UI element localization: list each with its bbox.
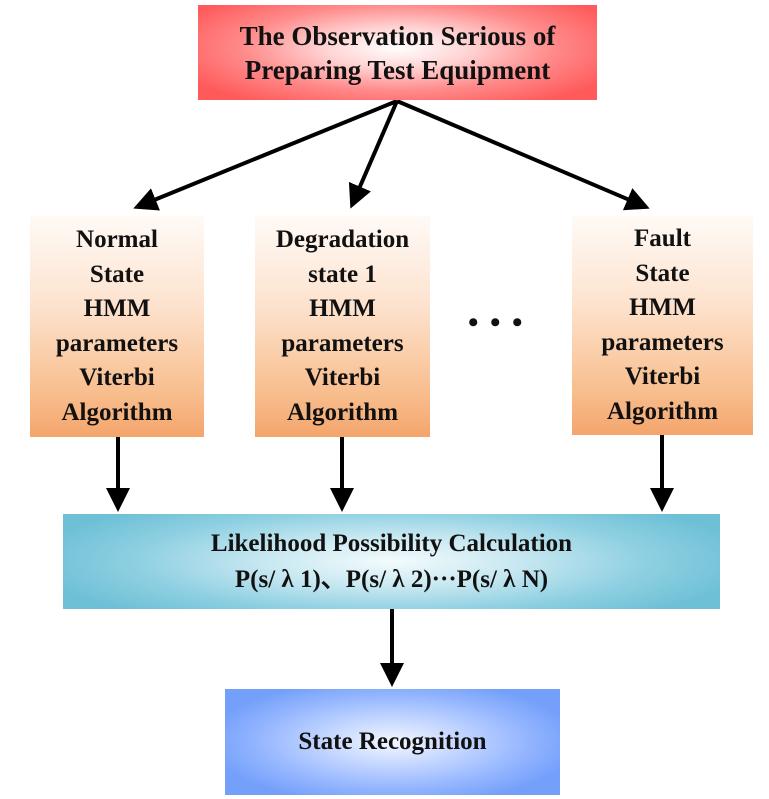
node-text-line: HMM: [629, 294, 696, 321]
node-text-line: State Recognition: [298, 728, 487, 755]
ellipsis-indicator: • • •: [468, 306, 525, 339]
node-text-line: parameters: [55, 329, 179, 357]
node-text-line: HMM: [83, 295, 151, 322]
node-text-line: Algorithm: [606, 397, 719, 425]
node-text-line: The Observation Serious of: [239, 20, 556, 51]
node-text-line: Viterbi: [304, 364, 381, 391]
node-text-line: Viterbi: [624, 363, 701, 390]
node-text-line: Degradation: [275, 226, 410, 253]
node-text-line: Preparing Test Equipment: [244, 54, 551, 85]
node-text-line: state 1: [308, 260, 377, 288]
node-text-line: Normal: [76, 226, 158, 253]
likelihood-calculation-node: Likelihood Possibility Calculation P(s/ …: [63, 514, 720, 609]
node-formula-line: P(s/ λ 1)、P(s/ λ 2)···P(s/ λ N): [234, 565, 549, 593]
arrow-top-to-degradation: [348, 100, 399, 209]
node-text-line: State: [89, 260, 145, 288]
degradation-state-node: Degradation state 1 HMM parameters Viter…: [255, 216, 430, 437]
node-text-line: Algorithm: [286, 398, 399, 426]
arrow-top-to-fault: [396, 99, 650, 211]
node-text-line: parameters: [601, 328, 724, 356]
state-recognition-node: State Recognition: [225, 689, 560, 795]
node-text-line: HMM: [309, 295, 376, 322]
node-text-line: Algorithm: [61, 398, 173, 426]
arrow-top-to-normal: [133, 99, 398, 211]
node-text-line: parameters: [281, 329, 404, 357]
node-text-line: Fault: [634, 225, 691, 252]
observation-series-node: The Observation Serious of Preparing Tes…: [198, 5, 597, 100]
normal-state-node: Normal State HMM parameters Viterbi Algo…: [30, 216, 204, 437]
node-text-line: Likelihood Possibility Calculation: [210, 529, 573, 557]
node-text-line: Viterbi: [79, 364, 155, 391]
fault-state-node: Fault State HMM parameters Viterbi Algor…: [572, 216, 753, 435]
node-text-line: State: [635, 259, 690, 287]
